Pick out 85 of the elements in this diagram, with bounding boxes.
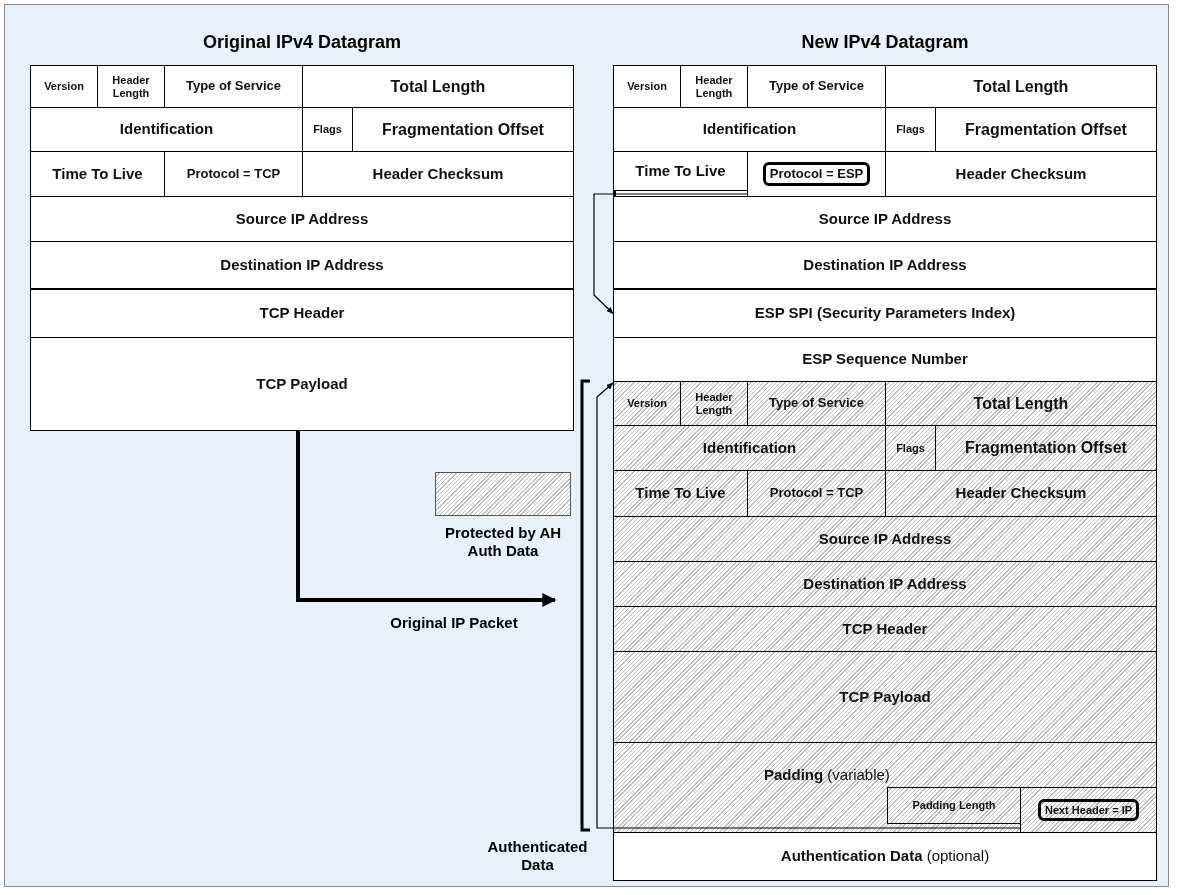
field-label: TCP Payload [839,688,931,706]
highlighted-field-label: Next Header = IP [1037,798,1140,822]
protected-field [613,561,1157,607]
field-label: Fragmentation Offset [965,120,1127,139]
header-field [30,65,98,108]
field-label: Header Length [694,391,734,416]
field-label: ESP Sequence Number [802,351,968,368]
field-label: Type of Service [768,396,865,411]
header-field [613,65,681,108]
field-label: Header Checksum [955,485,1087,502]
header-field [30,196,574,242]
header-field [613,151,748,191]
field-label: Flags [896,123,925,136]
protected-field [1020,787,1157,833]
legend-label: Protected by AH Auth Data [443,524,563,560]
protected-field [680,381,748,426]
protected-field [613,425,886,471]
highlighted-field-label: Protocol = ESP [762,161,871,187]
field-label: Identification [702,439,797,457]
field-label: Header Checksum [372,165,504,183]
field-label: Time To Live [52,165,143,183]
field-label: Destination IP Address [803,575,967,593]
field-label: Time To Live [635,162,726,180]
field-label: Flags [896,441,925,455]
protected-field [613,470,748,517]
field-label: Destination IP Address [220,256,384,274]
field-label: TCP Header [259,305,345,322]
field-label: Identification [702,121,797,138]
bracket-label: Authenticated Data [486,838,589,874]
header-field [30,289,574,338]
protected-field [747,470,886,517]
field-label: Header Length [694,74,734,99]
field-label: Authentication Data (optional) [780,848,990,865]
field-label: Protocol = TCP [186,166,281,182]
field-label: Fragmentation Offset [965,439,1127,457]
field-label: Total Length [973,77,1069,96]
arrow [596,382,1021,829]
header-field [613,832,1157,881]
field-label: Destination IP Address [803,256,967,274]
field-label: Identification [119,121,214,138]
field-label: Header Checksum [955,165,1087,183]
field-label: Time To Live [635,485,726,502]
field-label: Header Length [111,74,151,99]
field-label: Protocol = TCP [769,486,864,501]
protected-field [613,742,1157,833]
field-label: Source IP Address [235,210,369,228]
edge-label: Original IP Packet [389,614,519,632]
header-field [885,65,1157,108]
field-label: Type of Service [185,79,282,94]
header-field [613,289,1157,338]
field-label: Flags [313,123,342,136]
protected-field [935,425,1157,471]
field-label: Version [627,397,667,410]
header-field [613,241,1157,289]
arrow [593,193,748,315]
protected-field [613,651,1157,743]
datagram-label: New IPv4 Datagram [800,32,970,53]
protected-field [613,606,1157,652]
field-label: Source IP Address [818,210,952,228]
field-label: TCP Payload [256,375,348,393]
field-label: Padding Length [912,799,996,812]
arrow [296,431,557,607]
field-label: Version [627,80,667,93]
field-label: Total Length [973,394,1069,413]
protected-field [887,787,1021,824]
protected-field [747,381,886,426]
protected-field [885,381,1157,426]
field-label: Type of Service [768,79,865,94]
protected-field [613,516,1157,562]
header-field [30,337,574,431]
field-label: Source IP Address [818,530,952,548]
datagram-label: Original IPv4 Datagram [201,32,403,53]
field-label: Padding (variable) [764,767,890,784]
protected-field [885,425,936,471]
protected-field [613,381,681,426]
field-label: Version [44,80,84,93]
field-label: ESP SPI (Security Parameters Index) [754,305,1016,322]
header-field [302,65,574,108]
header-field [30,241,574,289]
field-label: Total Length [390,77,486,96]
header-field [613,337,1157,382]
field-label: Fragmentation Offset [382,120,544,139]
header-field [613,196,1157,242]
protected-field [885,470,1157,517]
field-label: TCP Header [842,620,928,638]
